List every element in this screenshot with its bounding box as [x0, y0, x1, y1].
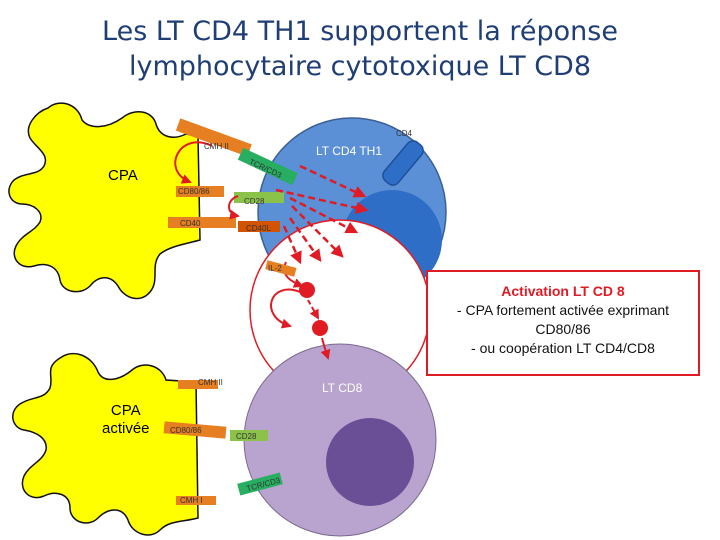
cd28-top-label: CD28 [244, 197, 265, 206]
apc-top-label: CPA [108, 167, 138, 184]
cmh2-bottom-label: CMH II [198, 378, 223, 387]
cmh2-top-bar [175, 118, 252, 157]
il2-label: IL-2 [268, 264, 282, 273]
il2-dot-1 [299, 282, 315, 298]
title-line-2: lymphocytaire cytotoxique LT CD8 [128, 51, 592, 82]
cd80-bottom-label: CD80/86 [170, 426, 202, 435]
apc-bottom-label-line2: activée [102, 420, 150, 437]
apc-bottom-label-line1: CPA [110, 402, 141, 419]
il2-to-cd8-arrow [320, 337, 331, 360]
activation-box-line3: - ou coopération LT CD4/CD8 [471, 340, 655, 356]
cd8-nucleus [326, 418, 414, 506]
cmh1-bottom-bar [176, 496, 216, 505]
il2-loop-arrow [270, 288, 301, 329]
cd80-bottom-bar [163, 421, 227, 439]
cd80-top-label: CD80/86 [178, 187, 210, 196]
cd4-marker-label: CD4 [396, 129, 413, 138]
il2-dash-arrow [307, 299, 319, 320]
cd28-bottom-label: CD28 [236, 432, 257, 441]
curved-arrow-cd28 [228, 195, 240, 220]
apc-bottom-label: CPA activée [102, 402, 150, 438]
cmh2-top-label: CMH II [204, 142, 229, 151]
cmh1-bottom-label: CMH I [180, 496, 203, 505]
activation-box-line2: CD80/86 [535, 321, 591, 337]
cd28-top-bar [234, 192, 284, 203]
activation-info-box: Activation LT CD 8 - CPA fortement activ… [426, 270, 700, 376]
cd80-top-bar [176, 186, 224, 197]
curved-arrow-cmh [174, 141, 213, 184]
cd28-bottom-bar [230, 430, 268, 441]
activation-box-title: Activation LT CD 8 [501, 283, 625, 299]
cd4-cell-label: LT CD4 TH1 [316, 144, 383, 158]
il2-receptor [265, 260, 297, 277]
tcr-top-bar [237, 147, 298, 186]
signal-arrows [275, 164, 369, 265]
cd40-top-bar [168, 217, 236, 228]
slide-title: Les LT CD4 TH1 supportent la réponse lym… [0, 14, 720, 84]
activation-box-line1: - CPA fortement activée exprimant [456, 302, 670, 318]
cmh2-bottom-bar [178, 380, 218, 389]
cd8-cell-label: LT CD8 [322, 381, 363, 395]
il2-dot-2 [312, 320, 328, 336]
apc-top-shape [8, 102, 201, 300]
cd4-molecule [382, 140, 424, 186]
cd40l-top-label: CD40L [246, 224, 271, 233]
cd40l-top-bar [238, 221, 280, 232]
cd40-top-label: CD40 [180, 219, 201, 228]
apc-bottom-shape [12, 352, 199, 536]
title-line-1: Les LT CD4 TH1 supportent la réponse [102, 16, 618, 47]
tcr-bottom-bar [237, 472, 283, 496]
